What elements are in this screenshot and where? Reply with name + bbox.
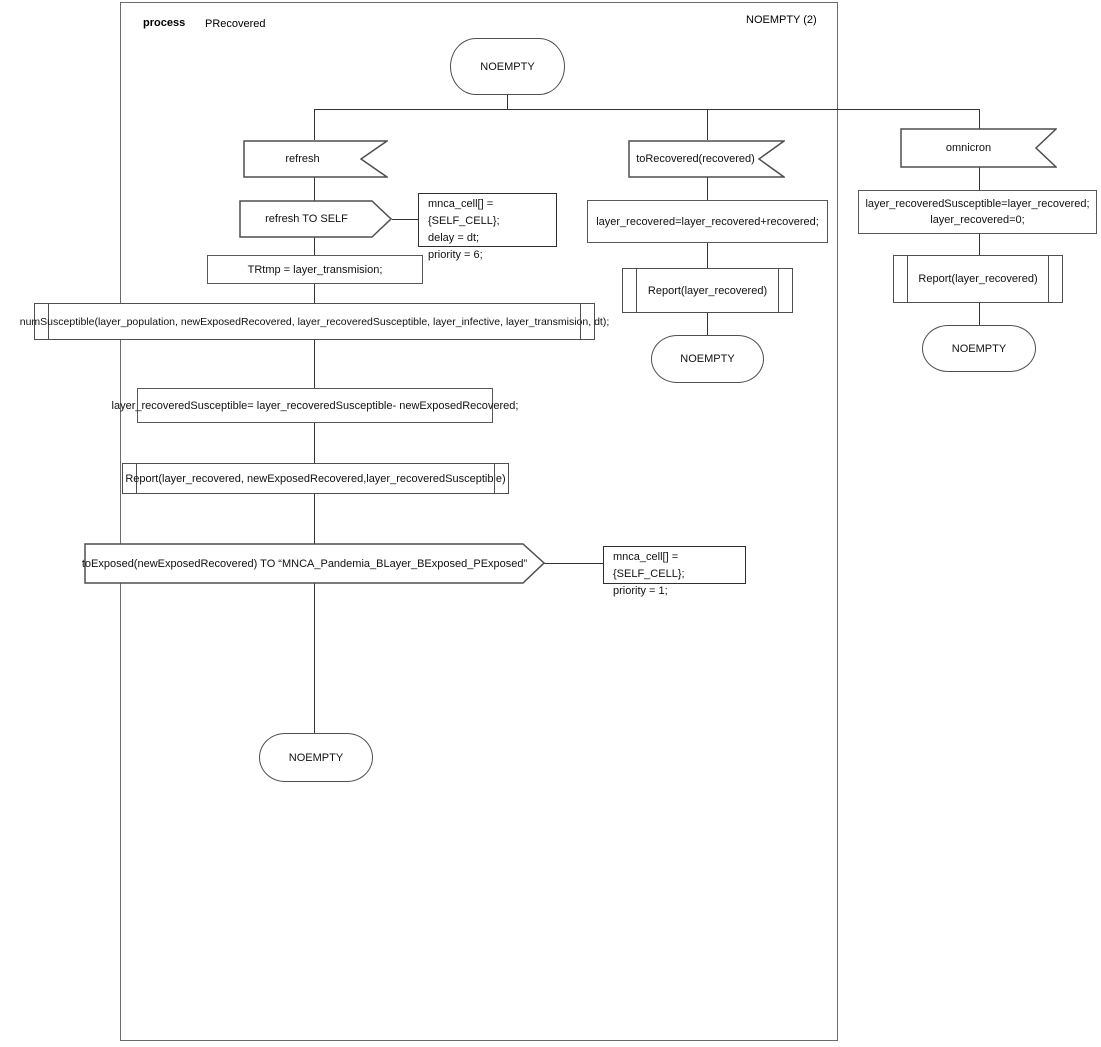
process-keyword-label: process — [143, 17, 186, 29]
proc-report-right[interactable]: Report(layer_recovered) — [893, 255, 1063, 303]
connector-line — [707, 177, 708, 201]
comment-refresh-params[interactable]: mnca_cell[] = {SELF_CELL}; delay = dt; p… — [418, 193, 557, 261]
input-refresh[interactable]: refresh — [243, 140, 388, 178]
state-label: NOEMPTY — [951, 342, 1007, 355]
connector-line — [314, 582, 315, 734]
process-frame — [120, 2, 838, 1041]
connector-line — [314, 237, 315, 256]
connector-line — [507, 95, 508, 110]
proc-label: numSusceptible(layer_population, newExpo… — [19, 315, 610, 328]
task-label: layer_recoveredSusceptible= layer_recove… — [111, 399, 519, 412]
state-label: NOEMPTY — [680, 353, 735, 365]
state-noempty-top[interactable]: NOEMPTY — [450, 38, 565, 95]
output-refresh-to-self[interactable]: refresh TO SELF — [239, 200, 392, 238]
proc-label: Report(layer_recovered, newExposedRecove… — [125, 472, 506, 485]
connector-line — [707, 312, 708, 336]
comment-connector — [392, 219, 420, 220]
state-label: NOEMPTY — [480, 60, 535, 73]
state-ref-label: NOEMPTY (2) — [746, 14, 817, 26]
connector-line — [314, 422, 315, 464]
output-toexposed[interactable]: toExposed(newExposedRecovered) TO “MNCA_… — [82, 543, 545, 584]
state-label: NOEMPTY — [288, 751, 344, 764]
state-noempty-right-end[interactable]: NOEMPTY — [922, 325, 1036, 372]
connector-line — [707, 242, 708, 269]
task-update-right[interactable]: layer_recoveredSusceptible=layer_recover… — [858, 190, 1097, 234]
input-omnicron[interactable]: omnicron — [900, 128, 1057, 168]
connector-line — [979, 167, 980, 191]
connector-line — [314, 282, 315, 304]
task-label: layer_recovered=layer_recovered+recovere… — [596, 215, 819, 228]
connector-line — [979, 302, 980, 326]
proc-report-middle[interactable]: Report(layer_recovered) — [622, 268, 793, 313]
comment-toexposed-params[interactable]: mnca_cell[] = {SELF_CELL}; priority = 1; — [603, 546, 746, 597]
connector-line — [314, 177, 315, 201]
process-name-label: PRecovered — [205, 18, 266, 30]
proc-label: Report(layer_recovered) — [918, 273, 1038, 285]
proc-report-left[interactable]: Report(layer_recovered, newExposedRecove… — [122, 463, 509, 494]
state-noempty-left-end[interactable]: NOEMPTY — [259, 733, 373, 782]
connector-line — [314, 492, 315, 544]
proc-label: Report(layer_recovered) — [647, 284, 768, 297]
task-update-recovered[interactable]: layer_recovered=layer_recovered+recovere… — [587, 200, 828, 243]
comment-connector — [544, 563, 603, 564]
task-update-susceptible[interactable]: layer_recoveredSusceptible= layer_recove… — [112, 388, 518, 423]
task-trtmp[interactable]: TRtmp = layer_transmision; — [207, 255, 423, 284]
connector-line — [314, 338, 315, 388]
task-label: TRtmp = layer_transmision; — [247, 263, 383, 276]
input-torecovered[interactable]: toRecovered(recovered) — [628, 140, 785, 178]
task-label: layer_recoveredSusceptible=layer_recover… — [865, 198, 1090, 226]
connector-line — [979, 109, 980, 129]
connector-line — [707, 109, 708, 140]
connector-line — [979, 233, 980, 256]
state-noempty-middle-end[interactable]: NOEMPTY — [651, 335, 764, 383]
connector-line — [314, 109, 315, 140]
connector-rail — [314, 109, 980, 110]
proc-numsusceptible[interactable]: numSusceptible(layer_population, newExpo… — [20, 303, 609, 340]
